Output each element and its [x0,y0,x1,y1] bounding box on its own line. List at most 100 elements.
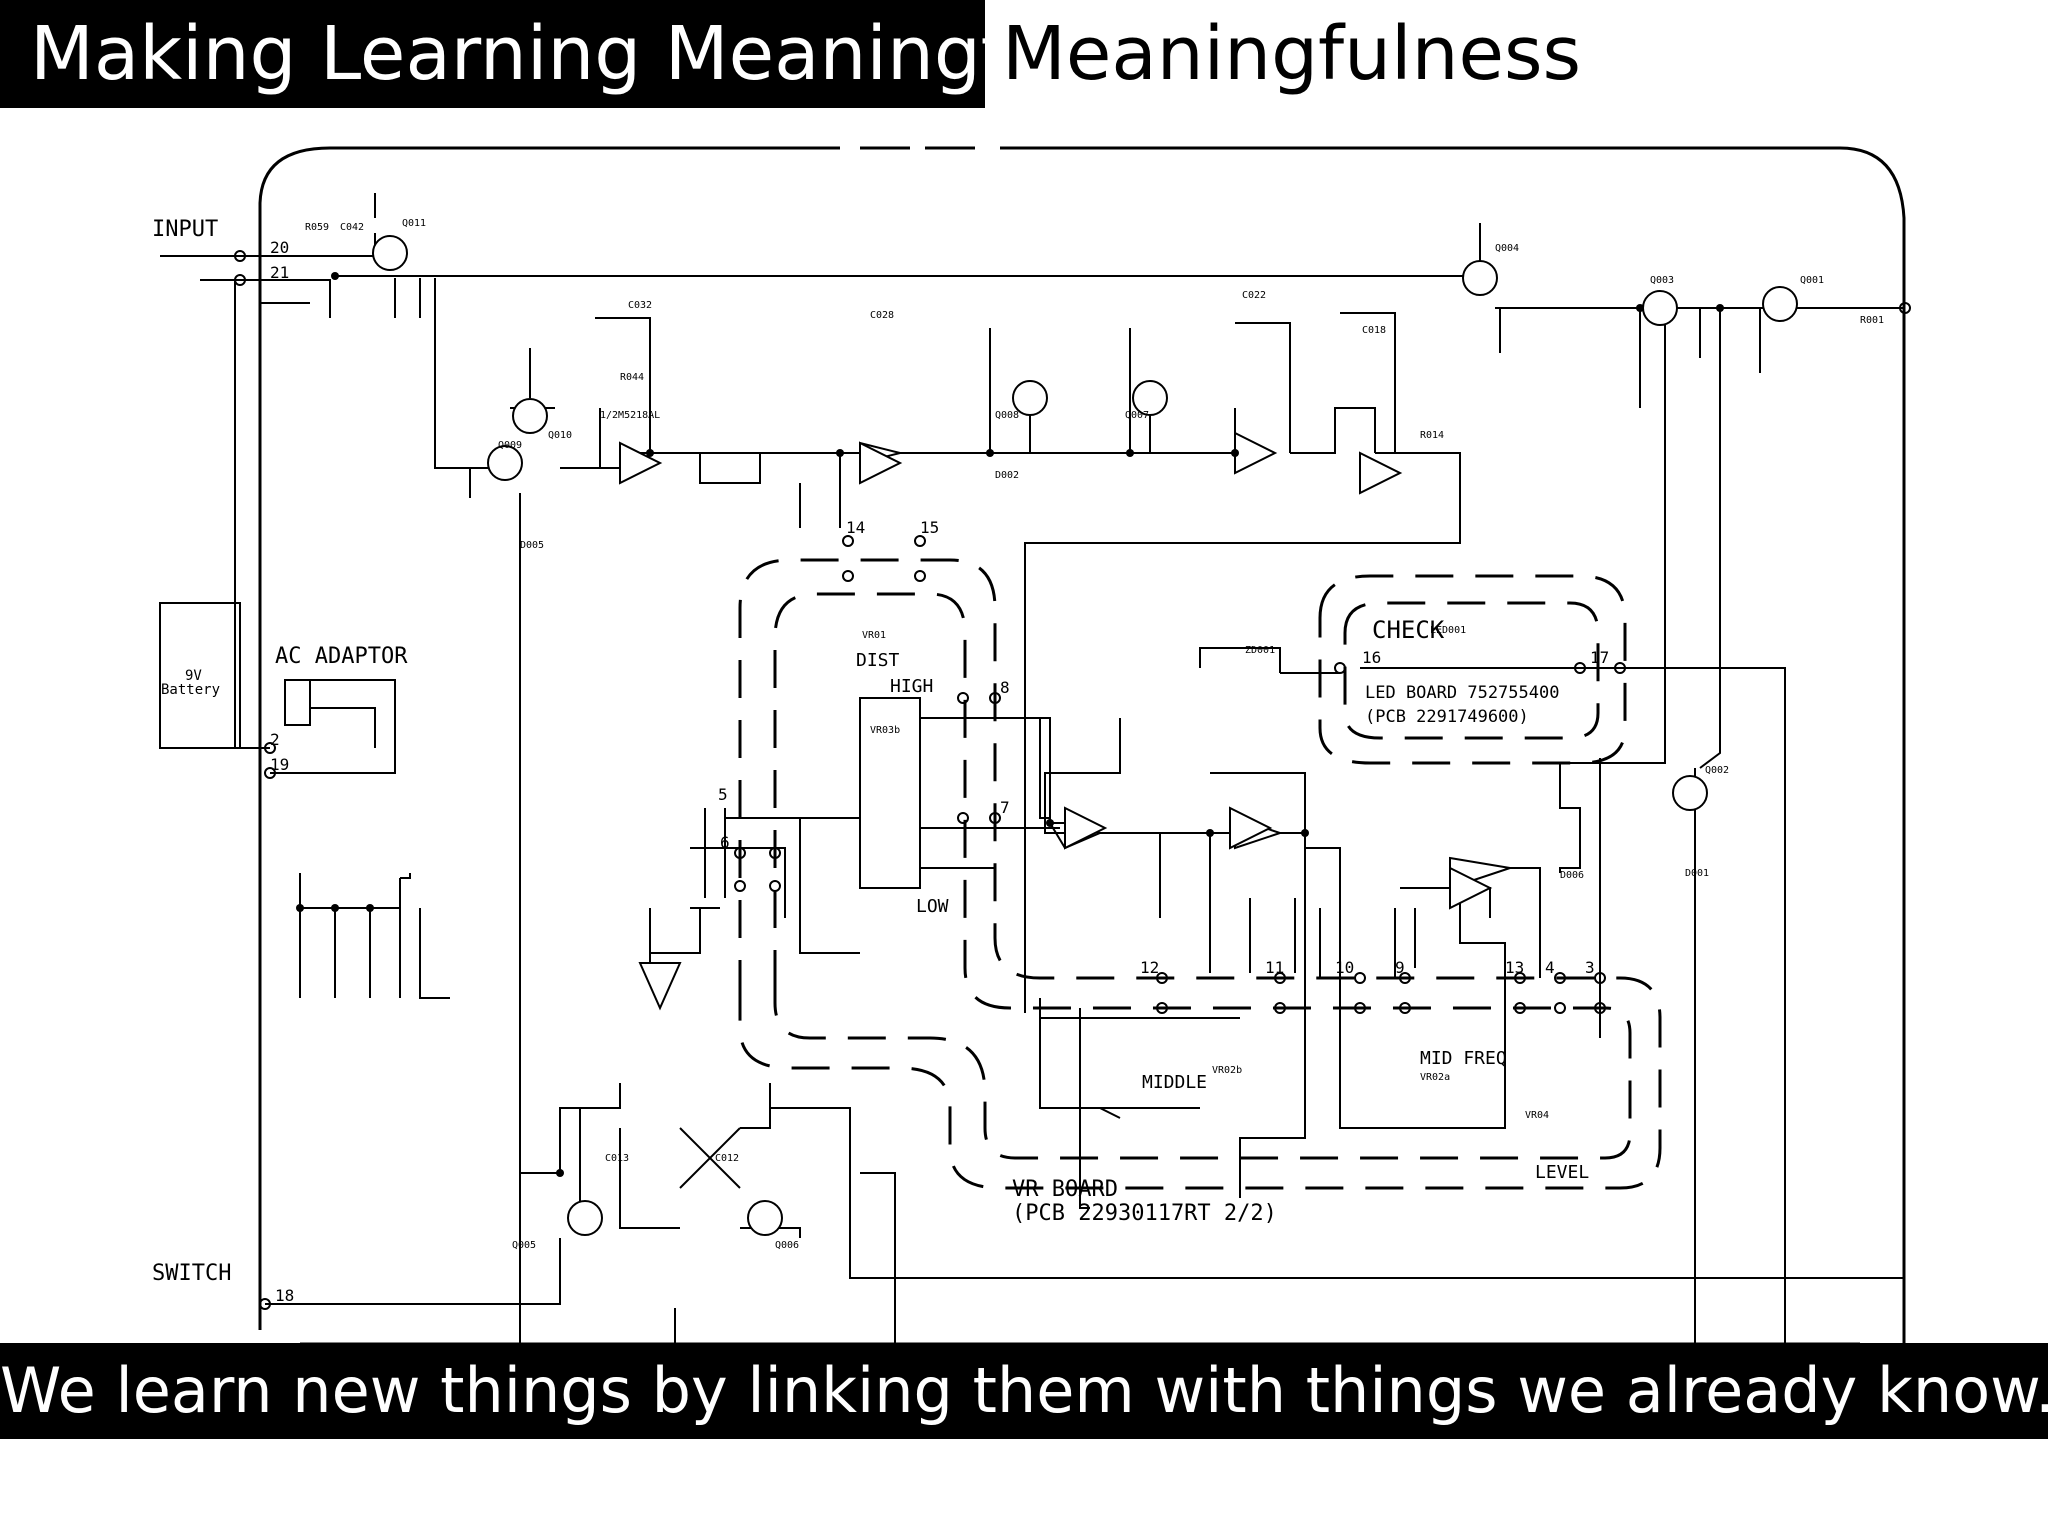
title-emphasis: Meaningfulness [1002,11,1582,97]
terminal-number: 9 [1395,958,1405,977]
component-label: D006 [1560,870,1584,881]
component-label: Q002 [1705,765,1729,776]
component-label: Q003 [1650,275,1674,286]
component-label: Q011 [402,218,426,229]
schematic-svg: INPUT AC ADAPTOR 9V Battery SWITCH DIST … [152,146,1911,1413]
op-amps [619,431,1493,1011]
transistor-q004 [1462,260,1498,296]
component-label: LED001 [1430,625,1466,636]
terminal-number: 5 [718,785,728,804]
component-label: VR02b [1212,1065,1242,1076]
component-label: R014 [1420,430,1444,441]
component-label: Q001 [1800,275,1824,286]
component-label: Q010 [548,430,572,441]
opamp-1a [638,962,682,1011]
component-label: VR01 [862,630,886,641]
label-high: HIGH [890,676,933,697]
component-label: C032 [628,300,652,311]
title-banner: Making Learning Meaningful: [0,0,1099,108]
component-label: C012 [715,1153,739,1164]
component-label: Q008 [995,410,1019,421]
label-vr-pcb: (PCB 22930117RT 2/2) [1012,1201,1277,1226]
terminal-number: 3 [1585,958,1595,977]
component-label: 1/2M5218AL [600,410,660,421]
transistor-q007 [1132,380,1168,416]
component-label: D002 [995,470,1019,481]
component-label: D001 [1685,868,1709,879]
component-label: C042 [340,222,364,233]
transistors [372,235,1798,1236]
component-label: C022 [1242,290,1266,301]
circuit-wires [159,193,1905,1413]
transistor-q002 [1672,775,1708,811]
transistor-q001 [1762,286,1798,322]
label-level: LEVEL [1535,1162,1589,1183]
component-label: R044 [620,372,644,383]
opamp-2a [1229,806,1273,850]
label-input: INPUT [152,217,218,242]
label-led-pcb: (PCB 2291749600) [1365,707,1529,727]
terminal-number: 2 [270,730,280,749]
terminal-number: 12 [1140,958,1159,977]
component-label: Q004 [1495,243,1519,254]
caption-banner: We learn new things by linking them with… [0,1343,2048,1439]
terminal-number: 10 [1335,958,1354,977]
component-label: R001 [1860,315,1884,326]
opamp-2b [1449,866,1493,910]
terminal-number: 8 [1000,678,1010,697]
opamp-4a [1359,451,1403,495]
transistor-q003 [1642,290,1678,326]
transistor-q005 [567,1200,603,1236]
component-label: C013 [605,1153,629,1164]
terminal-number: 11 [1265,958,1284,977]
battery-symbol [159,602,311,749]
transistor-q010 [487,445,523,481]
label-vr-board: VR BOARD [1012,1177,1118,1202]
terminal-number: 18 [275,1286,294,1305]
terminal-number: 16 [1362,648,1381,667]
terminal-number: 19 [270,755,289,774]
component-label: Q007 [1125,410,1149,421]
component-label: VR03b [870,725,900,736]
component-label: D005 [520,540,544,551]
component-label: C018 [1362,325,1386,336]
transistor-q011 [372,235,408,271]
component-label: VR04 [1525,1110,1549,1121]
component-label: Q005 [512,1240,536,1251]
label-mid-freq: MID FREQ [1420,1048,1507,1069]
transistor-q008 [1012,380,1048,416]
opamp-1b [1064,806,1108,850]
opamp-3b [619,441,663,485]
label-battery: Battery [161,682,220,698]
terminal-number: 17 [1590,648,1609,667]
terminal-number: 4 [1545,958,1555,977]
component-designators: Q011 Q009 Q010 Q008 Q007 Q004 Q003 Q001 … [305,218,1884,1251]
terminal-numbers: 20 21 2 19 18 14 15 16 17 8 7 6 5 12 11 … [270,238,1609,1305]
component-label: C028 [870,310,894,321]
vr-board-outline [738,558,1662,1190]
led-board-outline [1318,574,1627,765]
label-ac-adaptor: AC ADAPTOR [275,644,408,669]
component-label: VR02a [1420,1072,1450,1083]
circuit-schematic: INPUT AC ADAPTOR 9V Battery SWITCH DIST … [0,108,2048,1413]
label-led-board: LED BOARD 752755400 [1365,683,1559,703]
label-switch: SWITCH [152,1261,231,1286]
terminal-number: 15 [920,518,939,537]
terminal-number: 6 [720,833,730,852]
terminal-number: 13 [1505,958,1524,977]
opamp-4b [1234,431,1278,475]
label-dist: DIST [856,650,900,671]
component-label: Q006 [775,1240,799,1251]
junction-dots [296,272,1724,1177]
label-low: LOW [916,896,949,917]
terminal-number: 7 [1000,798,1010,817]
component-label: Q009 [498,440,522,451]
terminal-number: 21 [270,263,289,282]
terminal-number: 20 [270,238,289,257]
opamp-3a [859,441,903,485]
title-prefix: Making Learning Meaningful: [30,11,1100,97]
component-label: ZD001 [1245,645,1275,656]
schematic-labels: INPUT AC ADAPTOR 9V Battery SWITCH DIST … [152,217,1589,1286]
terminal-number: 14 [846,518,865,537]
transistor-q009 [512,398,548,434]
